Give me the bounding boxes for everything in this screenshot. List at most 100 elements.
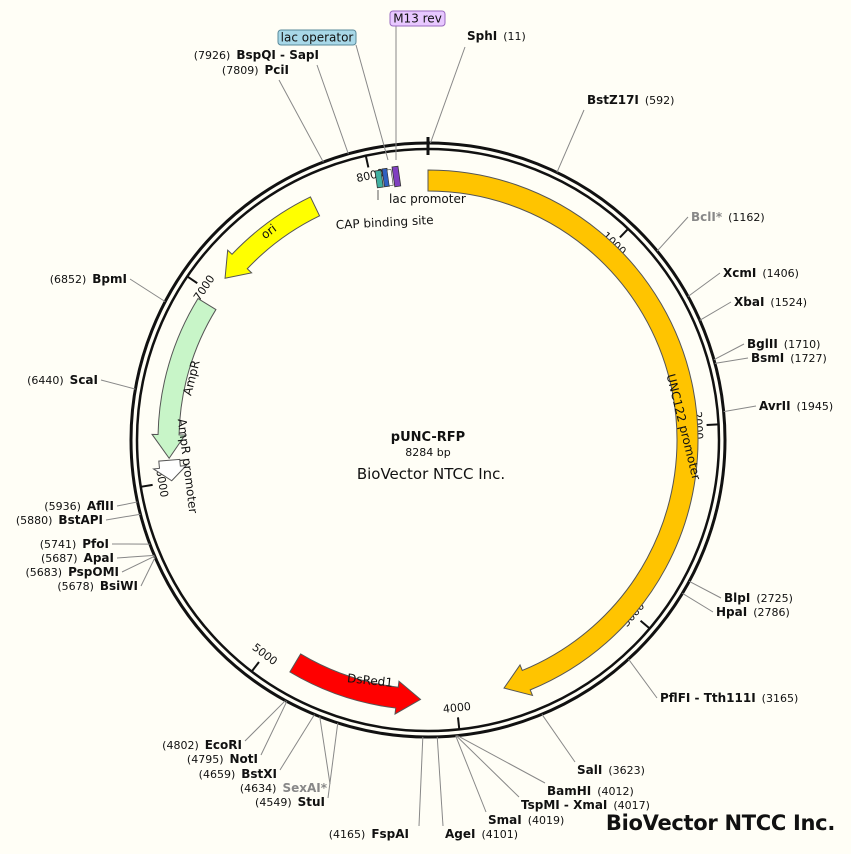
- site-name: ApaI: [84, 551, 114, 565]
- site-position: (4017): [613, 799, 650, 812]
- site-position: (5683): [25, 566, 62, 579]
- site-pflfi-tth111i[interactable]: PflFI - Tth111I(3165): [660, 691, 798, 705]
- plasmid-organization: BioVector NTCC Inc.: [357, 465, 505, 483]
- site-bcli[interactable]: BclI*(1162): [691, 210, 765, 224]
- leader-avrii: [723, 405, 757, 413]
- site-position: (1710): [784, 338, 821, 351]
- site-name: AgeI: [445, 827, 475, 841]
- tick-label-7000: 7000: [191, 273, 217, 303]
- leader-apai: [116, 554, 155, 559]
- leader-tspmi-xmai: [455, 735, 520, 798]
- leader-pflfi-tth111i: [628, 658, 658, 699]
- site-aflii[interactable]: AflII(5936): [44, 499, 114, 513]
- leader-sphi: [430, 46, 466, 144]
- site-bsiwi[interactable]: BsiWI(5678): [57, 579, 138, 593]
- leader-bstxi: [279, 714, 315, 771]
- tick-5000: [250, 661, 260, 673]
- site-bpmi[interactable]: BpmI(6852): [50, 272, 127, 286]
- site-fspai[interactable]: FspAI(4165): [329, 827, 409, 841]
- feature-dsred1: [289, 653, 422, 715]
- site-position: (6852): [50, 273, 87, 286]
- site-bstz17i[interactable]: BstZ17I(592): [587, 93, 674, 107]
- site-position: (4634): [240, 782, 277, 795]
- feature-lac-promoter: [374, 169, 384, 189]
- site-bspqi-sapi[interactable]: BspQI - SapI(7926): [194, 48, 319, 62]
- site-position: (1162): [728, 211, 765, 224]
- site-position: (2786): [753, 606, 790, 619]
- site-labels: SphI(11) BstZ17I(592) BclI*(1162) XcmI(1406…: [16, 29, 833, 841]
- site-bstxi[interactable]: BstXI(4659): [199, 767, 277, 781]
- site-name: AflII: [87, 499, 114, 513]
- site-tspmi-xmai[interactable]: TspMI - XmaI(4017): [521, 798, 650, 812]
- site-name: AvrII: [759, 399, 791, 413]
- site-name: PciI: [265, 63, 290, 77]
- site-scai[interactable]: ScaI(6440): [27, 373, 98, 387]
- tick-4000: [456, 717, 461, 730]
- site-name: HpaI: [716, 605, 747, 619]
- feature-m13-rev: [391, 165, 402, 188]
- site-pfoi[interactable]: PfoI(5741): [40, 537, 109, 551]
- site-apai[interactable]: ApaI(5687): [41, 551, 114, 565]
- site-position: (7809): [222, 64, 259, 77]
- site-name: EcoRI: [205, 738, 242, 752]
- site-hpai[interactable]: HpaI (2786): [716, 605, 790, 619]
- leader-bcli: [656, 216, 689, 252]
- site-blpi[interactable]: BlpI(2725): [724, 591, 793, 605]
- site-position: (3165): [762, 692, 799, 705]
- site-position: (3623): [608, 764, 645, 777]
- site-stui[interactable]: StuI (4549): [255, 795, 325, 809]
- leader-bspqi-sapi: [316, 64, 349, 155]
- site-name: FspAI: [371, 827, 409, 841]
- feature-unc122-promoter: [427, 169, 699, 697]
- site-name: BamHI: [547, 784, 591, 798]
- site-pcii[interactable]: PciI (7809): [222, 63, 289, 77]
- site-name: PspOMI: [68, 565, 119, 579]
- site-sali[interactable]: SalI (3623): [577, 763, 645, 777]
- site-position: (11): [503, 30, 526, 43]
- site-bsmi[interactable]: BsmI(1727): [751, 351, 827, 365]
- leader-fspai: [418, 736, 424, 827]
- feature-label-cap-binding-site: CAP binding site: [335, 213, 433, 232]
- site-position: (7926): [194, 49, 231, 62]
- feature-label-lac-promoter: lac promoter: [389, 192, 466, 206]
- site-xcmi[interactable]: XcmI(1406): [723, 266, 799, 280]
- tick-label-4000: 4000: [442, 700, 471, 716]
- site-bstapi[interactable]: BstAPI(5880): [16, 513, 103, 527]
- site-agei[interactable]: AgeI(4101): [445, 827, 518, 841]
- site-pspomi[interactable]: PspOMI (5683): [25, 565, 119, 579]
- leader-bsiwi: [140, 557, 156, 587]
- leader-bpmi: [129, 278, 166, 303]
- feature-label-dsred1: DsRed1: [346, 671, 393, 690]
- site-xbai[interactable]: XbaI(1524): [734, 295, 807, 309]
- site-position: (1406): [762, 267, 799, 280]
- leader-noti: [260, 701, 288, 756]
- site-bglii[interactable]: BglII(1710): [747, 337, 820, 351]
- site-name: StuI: [298, 795, 325, 809]
- site-name: BsiWI: [100, 579, 138, 593]
- leader-bsmi: [714, 357, 749, 364]
- site-position: (4549): [255, 796, 292, 809]
- site-name: SalI: [577, 763, 602, 777]
- tag-leader-lac-operator: [355, 44, 389, 161]
- site-sphi[interactable]: SphI(11): [467, 29, 526, 43]
- site-noti[interactable]: NotI(4795): [187, 752, 258, 766]
- site-leader-lines: [100, 46, 757, 827]
- site-avrii[interactable]: AvrII(1945): [759, 399, 833, 413]
- tick-6000: [140, 483, 153, 488]
- leader-sali: [541, 713, 576, 763]
- leader-stui: [327, 722, 339, 799]
- plasmid-name: pUNC-RFP: [391, 430, 465, 445]
- site-name: BstAPI: [58, 513, 103, 527]
- plasmid-size: 8284 bp: [405, 446, 450, 459]
- site-ecori[interactable]: EcoRI(4802): [162, 738, 242, 752]
- site-position: (4019): [528, 814, 565, 827]
- site-sexai[interactable]: SexAI*(4634): [240, 781, 328, 795]
- site-name: SmaI: [488, 813, 522, 827]
- site-name: BstXI: [241, 767, 277, 781]
- leader-sexai: [319, 716, 331, 785]
- site-position: (1727): [790, 352, 827, 365]
- site-bamhi[interactable]: BamHI(4012): [547, 784, 634, 798]
- site-smai[interactable]: SmaI (4019): [488, 813, 564, 827]
- watermark: BioVector NTCC Inc.: [606, 811, 835, 835]
